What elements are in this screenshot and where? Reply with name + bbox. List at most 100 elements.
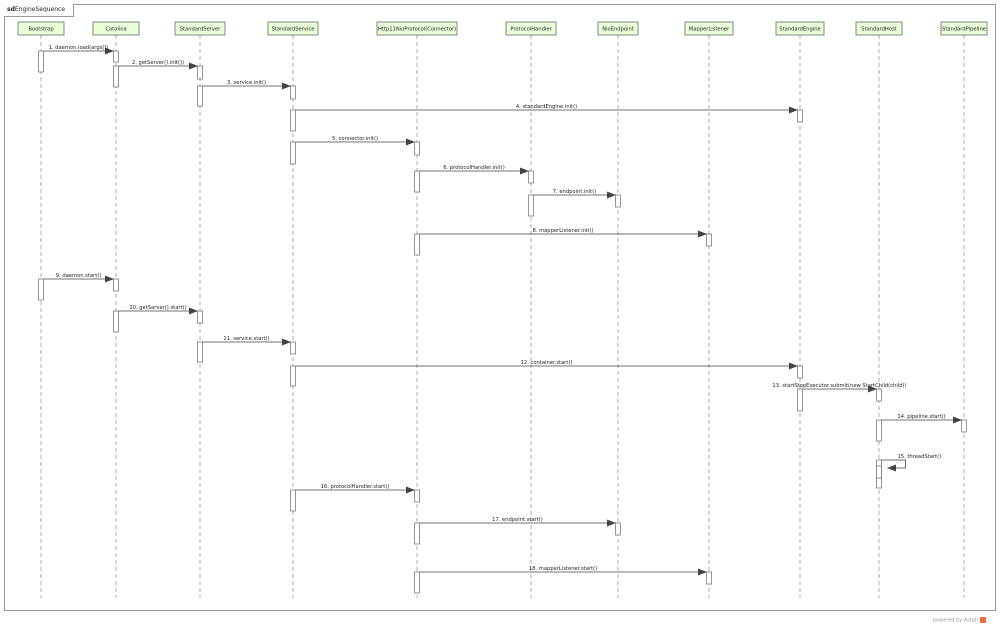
activation-bar bbox=[113, 65, 119, 88]
participant-mapperlistener[interactable]: MapperListener bbox=[684, 21, 734, 36]
message-10[interactable]: 10. getServer().start() bbox=[118, 305, 198, 315]
participant-catalina[interactable]: Catalina bbox=[92, 21, 140, 36]
activation-bar bbox=[290, 365, 296, 387]
message-5[interactable]: 5. connector.init() bbox=[295, 136, 415, 146]
participant-standardhost[interactable]: StandardHost bbox=[855, 21, 903, 36]
participant-http11nioprotocol[interactable]: Http11NioProtocol(Connector) bbox=[376, 21, 458, 36]
participant-label: NioEndpoint bbox=[602, 27, 634, 33]
activation-bar bbox=[38, 278, 44, 301]
message-17[interactable]: 17. endpoint.start() bbox=[419, 517, 616, 527]
participant-standardserver[interactable]: StandardServer bbox=[174, 21, 226, 36]
message-14[interactable]: 14. pipeline.start() bbox=[881, 414, 962, 424]
diagram-frame bbox=[4, 4, 996, 611]
message-12[interactable]: 12. container.start() bbox=[295, 360, 798, 370]
activation-bar bbox=[290, 141, 296, 165]
activation-bar bbox=[290, 489, 296, 512]
astah-logo-icon bbox=[980, 616, 986, 623]
message-label: 9. daemon.start() bbox=[56, 273, 102, 279]
participant-box bbox=[505, 21, 557, 36]
activation-bar bbox=[290, 341, 296, 355]
message-label: 1. daemon.load(args[]) bbox=[49, 45, 109, 51]
participant-label: MapperListener bbox=[689, 27, 730, 33]
footer-text: powered by Astah bbox=[932, 617, 978, 623]
participant-standardservice[interactable]: StandardService bbox=[267, 21, 319, 36]
message-11[interactable]: 11. service.start() bbox=[202, 336, 291, 346]
message-label: 6. protocolHandler.init() bbox=[443, 165, 505, 171]
activation-bar bbox=[113, 310, 119, 333]
message-label: 14. pipeline.start() bbox=[897, 414, 945, 420]
message-16[interactable]: 16. protocolHandler.start() bbox=[295, 484, 415, 494]
message-3[interactable]: 3. service.init() bbox=[202, 80, 291, 90]
participant-box bbox=[92, 21, 140, 36]
activation-bar bbox=[414, 489, 420, 503]
activation-bar bbox=[414, 141, 420, 156]
message-label: 18. mapperListener.start() bbox=[529, 566, 597, 572]
message-18[interactable]: 18. mapperListener.start() bbox=[419, 566, 707, 576]
frame-title: EngineSequence bbox=[14, 6, 66, 13]
message-label: 13. startStopExecutor.submit(new StartCh… bbox=[772, 383, 906, 389]
activation-bar bbox=[414, 571, 420, 594]
activation-bar bbox=[615, 522, 621, 536]
message-label: 4. standardEngine.init() bbox=[516, 104, 577, 110]
participant-standardengine[interactable]: StandardEngine bbox=[775, 21, 825, 36]
participant-protocolhandler[interactable]: ProtocolHandler bbox=[505, 21, 557, 36]
message-label: 2. getServer().init()) bbox=[132, 60, 184, 66]
activation-bar bbox=[528, 170, 534, 184]
participant-box bbox=[775, 21, 825, 36]
message-label: 8. mapperListener.init() bbox=[532, 228, 593, 234]
participants: Bootstrap Catalina StandardServer StandardS… bbox=[17, 21, 988, 36]
participant-label: StandardEngine bbox=[779, 27, 820, 33]
activation-bar bbox=[528, 194, 534, 217]
message-label: 16. protocolHandler.start() bbox=[321, 484, 390, 490]
activation-bar bbox=[797, 109, 803, 123]
activation-bar bbox=[876, 465, 882, 479]
message-label: 11. service.start() bbox=[223, 336, 269, 342]
participant-box bbox=[684, 21, 734, 36]
message-7[interactable]: 7. endpoint.init() bbox=[533, 189, 616, 199]
participant-standardpipeline[interactable]: StandardPipeline bbox=[940, 21, 988, 36]
message-label: 10. getServer().start() bbox=[129, 305, 186, 311]
activation-bar bbox=[113, 278, 119, 292]
activation-bar bbox=[706, 571, 712, 585]
activation-bar bbox=[197, 310, 203, 324]
lifelines bbox=[40, 35, 965, 598]
participant-box bbox=[267, 21, 319, 36]
message-13[interactable]: 13. startStopExecutor.submit(new StartCh… bbox=[772, 383, 907, 393]
message-15[interactable]: 15. threadStart() bbox=[881, 454, 942, 472]
activation-bar bbox=[706, 233, 712, 247]
message-6[interactable]: 6. protocolHandler.init() bbox=[419, 165, 529, 175]
message-2[interactable]: 2. getServer().init()) bbox=[118, 60, 198, 70]
participant-label: StandardHost bbox=[861, 27, 896, 33]
activation-bar bbox=[876, 419, 882, 442]
messages: 1. daemon.load(args[]) 2. getServer().ini… bbox=[43, 45, 962, 576]
message-label: 17. endpoint.start() bbox=[492, 517, 543, 523]
footer-branding: powered by Astah bbox=[932, 616, 986, 623]
participant-box bbox=[174, 21, 226, 36]
message-1[interactable]: 1. daemon.load(args[]) bbox=[43, 45, 114, 55]
activation-bar bbox=[615, 194, 621, 208]
message-4[interactable]: 4. standardEngine.init() bbox=[295, 104, 798, 114]
participant-nioendpoint[interactable]: NioEndpoint bbox=[597, 21, 639, 36]
message-label: 5. connector.init() bbox=[332, 136, 378, 142]
participant-box bbox=[940, 21, 988, 36]
message-label: 7. endpoint.init() bbox=[553, 189, 597, 195]
frame-keyword: sd bbox=[7, 6, 15, 13]
participant-bootstrap[interactable]: Bootstrap bbox=[17, 21, 65, 36]
participant-label: Bootstrap bbox=[28, 27, 54, 33]
activation-bar bbox=[797, 365, 803, 379]
message-8[interactable]: 8. mapperListener.init() bbox=[419, 228, 707, 238]
activation-bar bbox=[961, 419, 967, 433]
activation-bar bbox=[197, 85, 203, 107]
activation-bar bbox=[290, 109, 296, 132]
participant-label: Http11NioProtocol(Connector) bbox=[378, 27, 456, 33]
message-arrow bbox=[881, 459, 906, 472]
activation-bar bbox=[197, 341, 203, 363]
participant-label: StandardServer bbox=[180, 27, 221, 33]
activation-bar bbox=[113, 50, 119, 63]
message-9[interactable]: 9. daemon.start() bbox=[43, 273, 114, 283]
participant-label: ProtocolHandler bbox=[510, 27, 552, 33]
participant-label: StandardPipeline bbox=[942, 27, 986, 33]
activation-bar bbox=[290, 85, 296, 100]
activation-bar bbox=[414, 233, 420, 256]
